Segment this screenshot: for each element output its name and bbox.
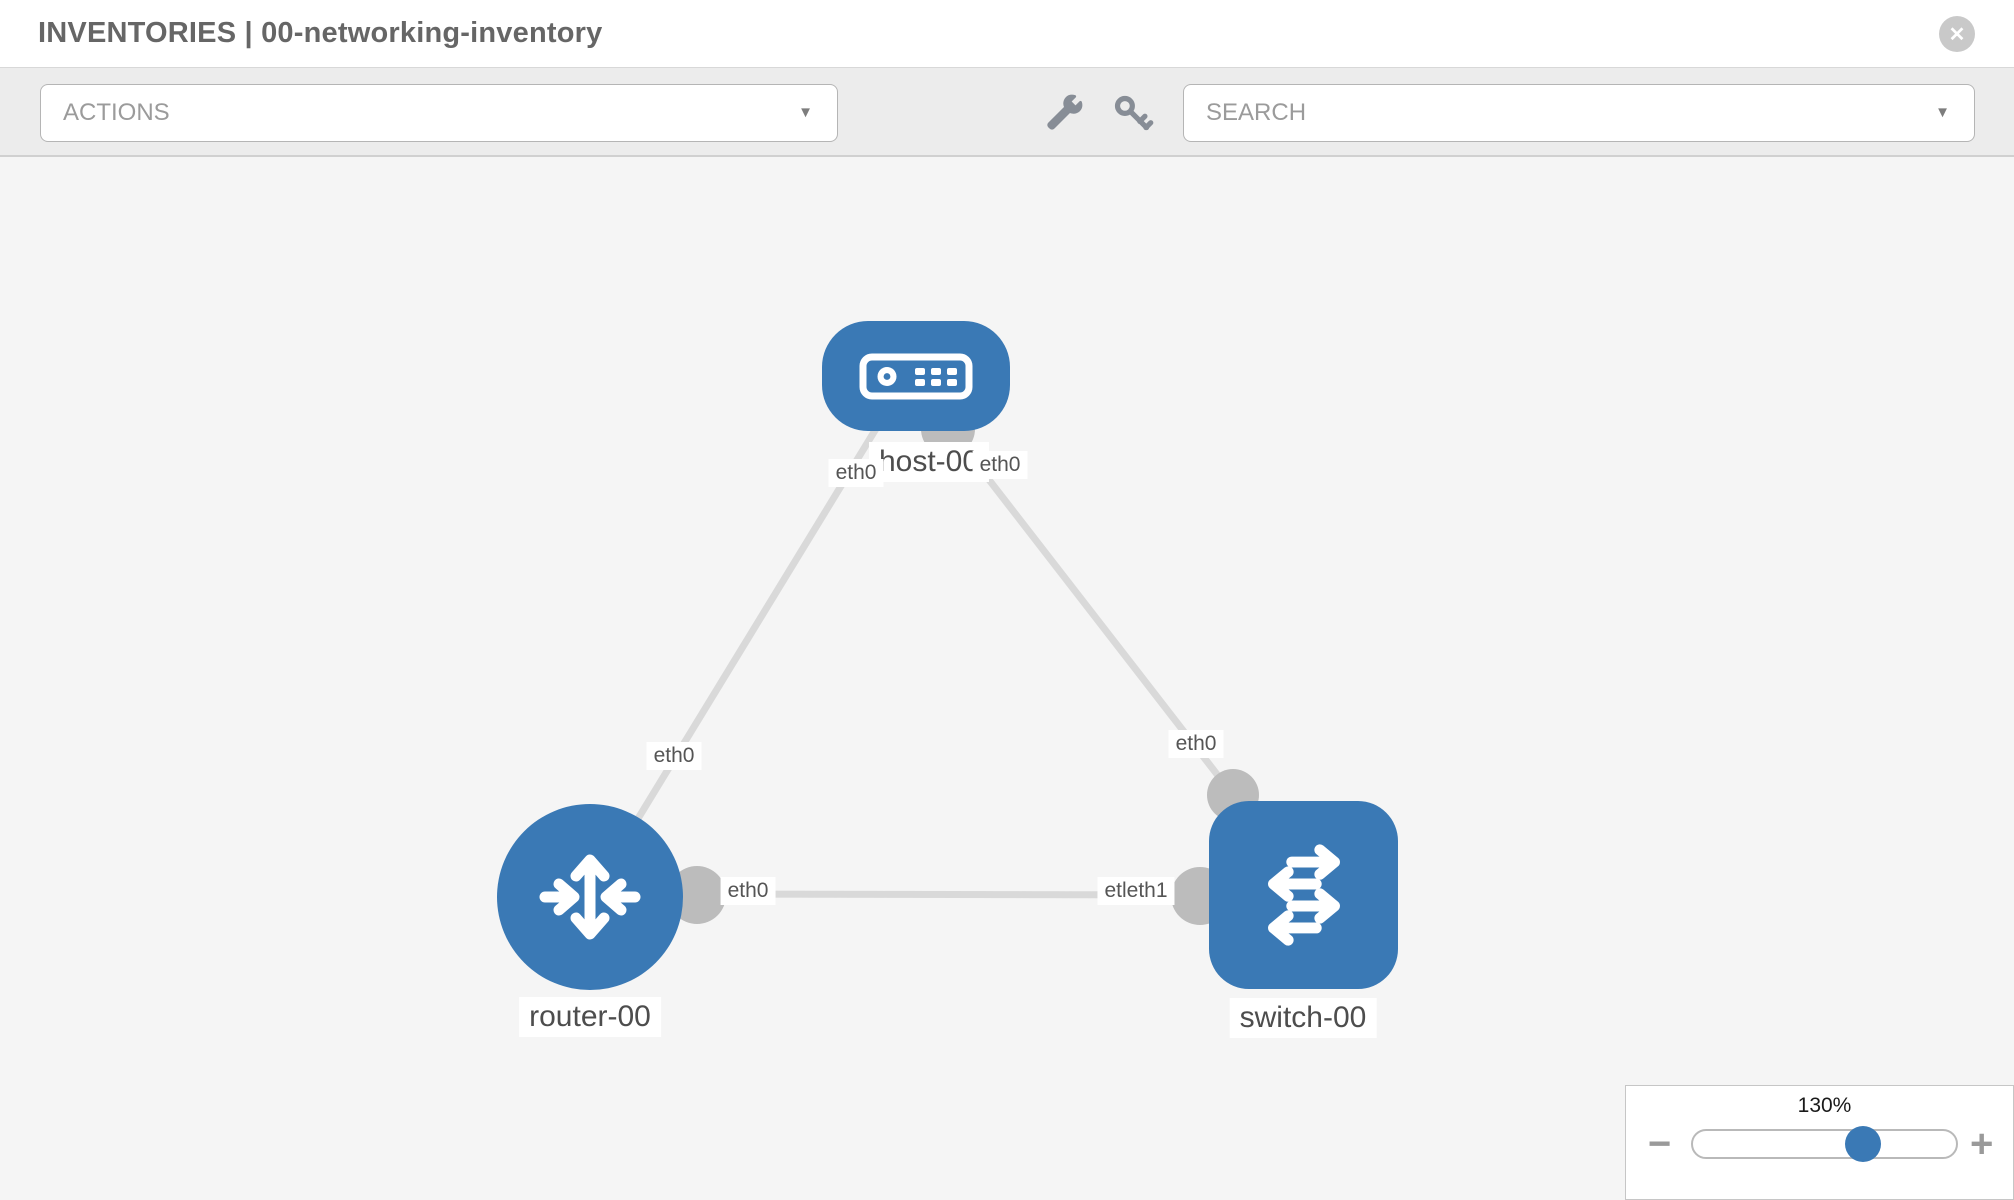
chevron-down-icon: ▼ [1935,104,1950,121]
header: INVENTORIES | 00-networking-inventory ✕ [0,0,2014,68]
node-label-host: host-00 [868,442,990,482]
node-label-switch: switch-00 [1229,998,1377,1038]
zoom-slider-handle[interactable] [1845,1126,1881,1162]
iface-label-switch-top: eth0 [1168,730,1224,758]
topology-canvas[interactable]: host-00 router-00 switch-00 eth0 eth0 et… [0,159,2014,1200]
search-dropdown-label: SEARCH [1206,99,1307,126]
link-host-router [592,412,888,891]
iface-label-host-left: eth0 [828,459,884,487]
zoom-in-button[interactable]: + [1970,1122,1994,1166]
zoom-level-readout: 130% [1797,1094,1852,1117]
node-router-00[interactable] [497,804,683,990]
zoom-panel: 130% − + [1625,1085,2014,1200]
page-title: INVENTORIES | 00-networking-inventory [38,17,603,49]
zoom-slider-track[interactable] [1691,1129,1958,1159]
node-switch-00[interactable] [1209,801,1398,989]
key-icon [1114,95,1154,131]
chevron-down-icon: ▼ [798,104,813,121]
zoom-out-button[interactable]: − [1648,1122,1672,1166]
configure-button[interactable] [1044,93,1084,138]
wrench-icon [1047,94,1083,130]
router-icon [539,854,641,940]
router-interface-connector [668,866,726,924]
toolbar: ACTIONS ▼ SEARCH ▼ [0,68,2014,157]
host-icon [859,353,973,400]
iface-label-router-top: eth0 [646,742,702,770]
iface-label-mid-right: etleth1 [1097,877,1175,905]
node-host-00[interactable] [822,321,1010,431]
topology-links-layer [592,402,1259,925]
key-button[interactable] [1112,93,1154,140]
close-icon: ✕ [1948,23,1966,46]
iface-label-mid-left: eth0 [720,877,776,905]
search-dropdown[interactable]: SEARCH ▼ [1183,84,1975,142]
iface-label-host-right: eth0 [972,451,1028,479]
switch-icon [1267,844,1340,946]
close-button[interactable]: ✕ [1939,16,1975,52]
node-label-router: router-00 [519,997,661,1037]
actions-dropdown[interactable]: ACTIONS ▼ [40,84,838,142]
actions-dropdown-label: ACTIONS [63,99,170,126]
